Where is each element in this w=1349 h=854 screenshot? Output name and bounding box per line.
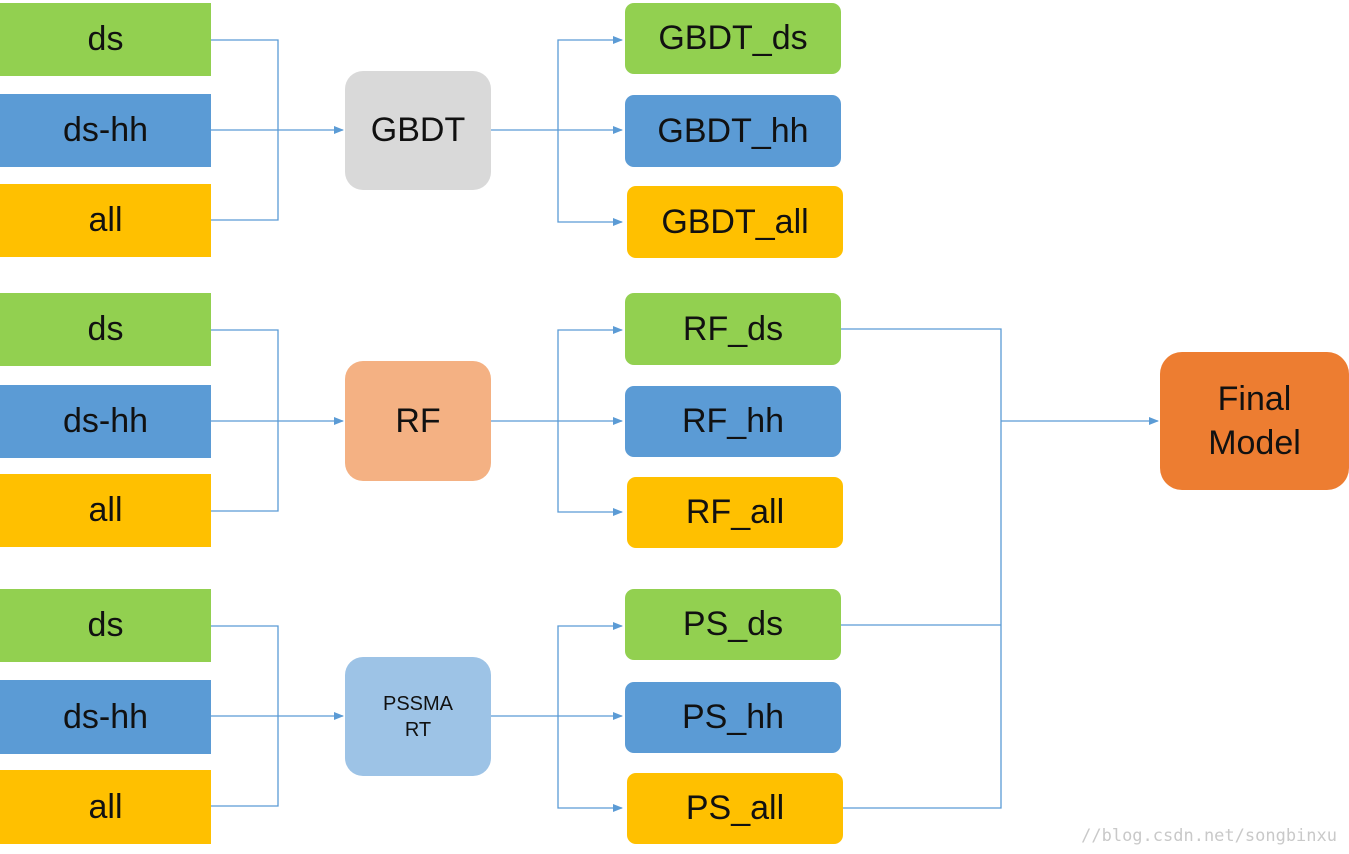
watermark: //blog.csdn.net/songbinxu [1081,826,1337,846]
g1-input-ds-hh: ds-hh [0,94,211,167]
g1-input-ds: ds [0,3,211,76]
rf-model-node: RF [345,361,491,481]
g3-output-ps-ds: PS_ds [625,589,841,660]
wire-g2-out3 [557,421,623,516]
pssmart-model-label-line1: PSSMA [382,692,454,715]
wire-final-rf [841,328,1002,809]
pssmart-model-node: PSSMA RT [345,657,491,776]
g2-input-ds-hh: ds-hh [0,385,211,458]
g3-input-ds-hh: ds-hh [0,680,211,754]
g2-output-rf-hh: RF_hh [625,386,841,457]
wire-g3-out3 [557,716,623,812]
g2-output-rf-ds: RF_ds [625,293,841,365]
wire-g1-out1 [557,36,623,130]
g1-input-all: all [0,184,211,257]
g2-output-rf-all: RF_all [627,477,843,548]
g2-input-ds: ds [0,293,211,366]
wire-g1-out3 [557,130,623,226]
g1-output-gbdt-hh: GBDT_hh [625,95,841,167]
wire-g2-out1 [557,326,623,421]
gbdt-model-label: GBDT [370,111,466,149]
pssmart-model-label-line2: RT [404,718,432,741]
final-model-label-line1: Final [1217,380,1292,418]
gbdt-model-node: GBDT [345,71,491,190]
g3-output-ps-all: PS_all [627,773,843,844]
g3-input-ds: ds [0,589,211,662]
wire-g3-out1 [557,622,623,716]
final-model-label-line2: Model [1208,424,1301,462]
rf-model-label: RF [395,401,441,440]
g1-output-gbdt-all: GBDT_all [627,186,843,258]
g1-output-gbdt-ds: GBDT_ds [625,3,841,74]
g2-input-all: all [0,474,211,547]
final-model-node: Final Model [1160,352,1349,490]
g3-output-ps-hh: PS_hh [625,682,841,753]
g3-input-all: all [0,770,211,844]
